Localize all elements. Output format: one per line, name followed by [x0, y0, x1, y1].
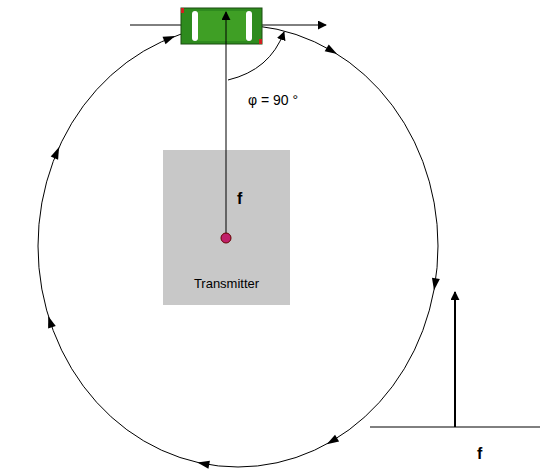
transmitter-box: fTransmitter — [163, 150, 290, 305]
orbit-arrowhead — [327, 435, 339, 445]
orbit-arrowhead — [163, 36, 176, 44]
angle-label: φ = 90 ° — [246, 92, 300, 108]
tag-symbol — [181, 8, 262, 44]
spectrum-line — [454, 292, 456, 427]
orbit-arrows — [48, 36, 440, 469]
orbit-arrowhead — [325, 44, 337, 54]
orbit-arrowhead — [51, 147, 59, 160]
transmitter-label: Transmitter — [194, 276, 259, 291]
orbit-arrowhead — [432, 278, 440, 290]
frequency-label: f — [237, 190, 242, 208]
orbit-arrowhead — [197, 461, 210, 469]
orbit-circle — [38, 25, 438, 467]
orbit-arrowhead — [48, 316, 56, 329]
frequency-axis-label: f — [475, 445, 484, 463]
